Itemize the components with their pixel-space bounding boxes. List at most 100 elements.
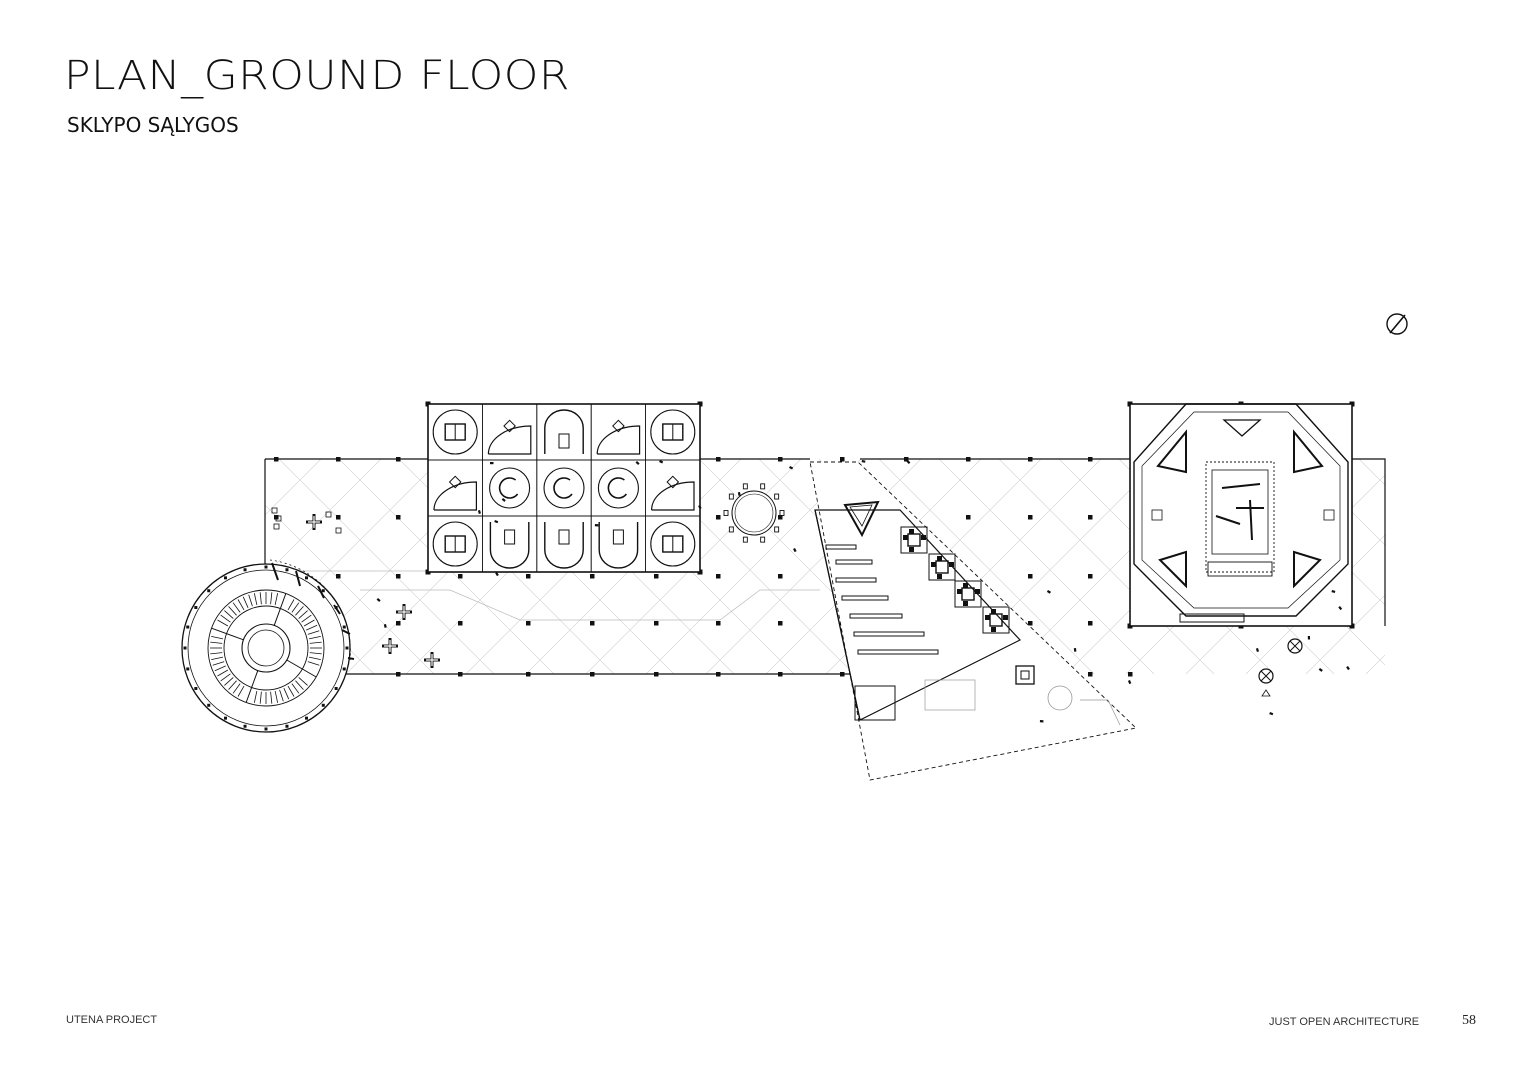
round-table: [723, 483, 785, 543]
auditorium-column: [345, 646, 349, 650]
column: [336, 574, 341, 579]
auditorium-column: [334, 687, 338, 690]
column: [778, 621, 783, 626]
room-chair: [612, 419, 625, 433]
footer-project: UTENA PROJECT: [66, 1014, 158, 1026]
auditorium-seat-row: [308, 635, 321, 640]
loose-furniture: [271, 459, 1350, 723]
auditorium-seat-row: [242, 596, 249, 608]
auditorium-column: [207, 589, 211, 593]
room-seating: [553, 477, 573, 499]
auditorium-seat-row: [307, 661, 320, 666]
column: [590, 574, 595, 579]
column: [654, 672, 659, 677]
auditorium-seat-row: [217, 619, 229, 627]
chair: [635, 461, 640, 465]
column: [840, 457, 845, 462]
chair: [742, 536, 748, 543]
chair: [728, 526, 734, 533]
room-desk: [504, 529, 516, 545]
chair: [698, 505, 702, 510]
stool: [271, 507, 278, 514]
study-chair: [991, 627, 996, 632]
auditorium-seat-row: [220, 673, 231, 682]
chair: [1318, 667, 1323, 672]
column: [396, 515, 401, 520]
column: [1088, 574, 1093, 579]
footer-firm: JUST OPEN ARCHITECTURE: [1269, 1016, 1420, 1028]
room-circle: [432, 521, 478, 567]
study-chair: [991, 609, 996, 614]
column: [526, 621, 531, 626]
chair: [906, 460, 911, 465]
column: [904, 457, 909, 462]
auditorium-seat-row: [295, 606, 304, 616]
auditorium-seat-row: [301, 614, 312, 623]
chair: [494, 520, 499, 524]
room-circle: [650, 409, 696, 455]
page-title: PLAN_GROUND FLOOR: [64, 52, 570, 100]
column: [1028, 515, 1033, 520]
auditorium-column: [186, 667, 190, 671]
column: [396, 457, 401, 462]
study-chair: [957, 589, 962, 594]
room-circle: [543, 467, 585, 509]
column: [1028, 457, 1033, 462]
chair: [723, 510, 729, 516]
study-chair: [963, 601, 968, 606]
room-circle: [650, 521, 696, 567]
chair: [659, 459, 664, 464]
room-quarter-wall: [487, 425, 532, 455]
auditorium-column: [243, 568, 247, 572]
auditorium-seat-row: [291, 602, 300, 613]
bookshelf: [825, 544, 857, 550]
chair: [737, 491, 741, 496]
auditorium-seat-row: [295, 680, 304, 690]
chair: [1039, 720, 1044, 723]
auditorium-column: [264, 727, 268, 731]
column: [1028, 621, 1033, 626]
chair: [1338, 606, 1343, 611]
auditorium-column: [342, 625, 346, 629]
room-circle: [489, 467, 531, 509]
auditorium-column: [183, 646, 187, 650]
room-desk: [558, 529, 570, 545]
auditorium-seat-row: [214, 665, 226, 672]
column: [396, 621, 401, 626]
auditorium-seat-row: [274, 690, 279, 703]
room-circle: [432, 409, 478, 455]
auditorium-seat-row: [287, 685, 295, 697]
auditorium-aisle: [245, 670, 259, 703]
column: [966, 457, 971, 462]
column: [1128, 672, 1133, 677]
column: [778, 457, 783, 462]
chair: [861, 459, 866, 463]
room-desk: [612, 529, 624, 545]
column: [1028, 574, 1033, 579]
column: [1088, 621, 1093, 626]
study-chair: [931, 562, 936, 567]
column: [458, 574, 463, 579]
room-chair: [448, 475, 462, 489]
room-seating: [498, 477, 519, 499]
auditorium-seat-row: [308, 656, 321, 661]
north-arrow-icon: [1386, 313, 1408, 335]
auditorium-seat-row: [210, 641, 223, 644]
room-u-seating: [544, 409, 584, 454]
auditorium-seat-row: [303, 619, 315, 627]
auditorium-seat-row: [291, 683, 300, 694]
column: [716, 621, 721, 626]
auditorium-seat-row: [309, 641, 322, 644]
column: [1088, 672, 1093, 677]
study-chair: [949, 562, 954, 567]
column: [274, 457, 279, 462]
chair: [779, 510, 785, 516]
column: [654, 574, 659, 579]
auditorium-seat-row: [212, 661, 225, 666]
auditorium-column: [305, 716, 308, 720]
auditorium-seat-row: [228, 606, 237, 616]
auditorium-column: [224, 716, 227, 720]
auditorium-seat-row: [220, 614, 231, 623]
